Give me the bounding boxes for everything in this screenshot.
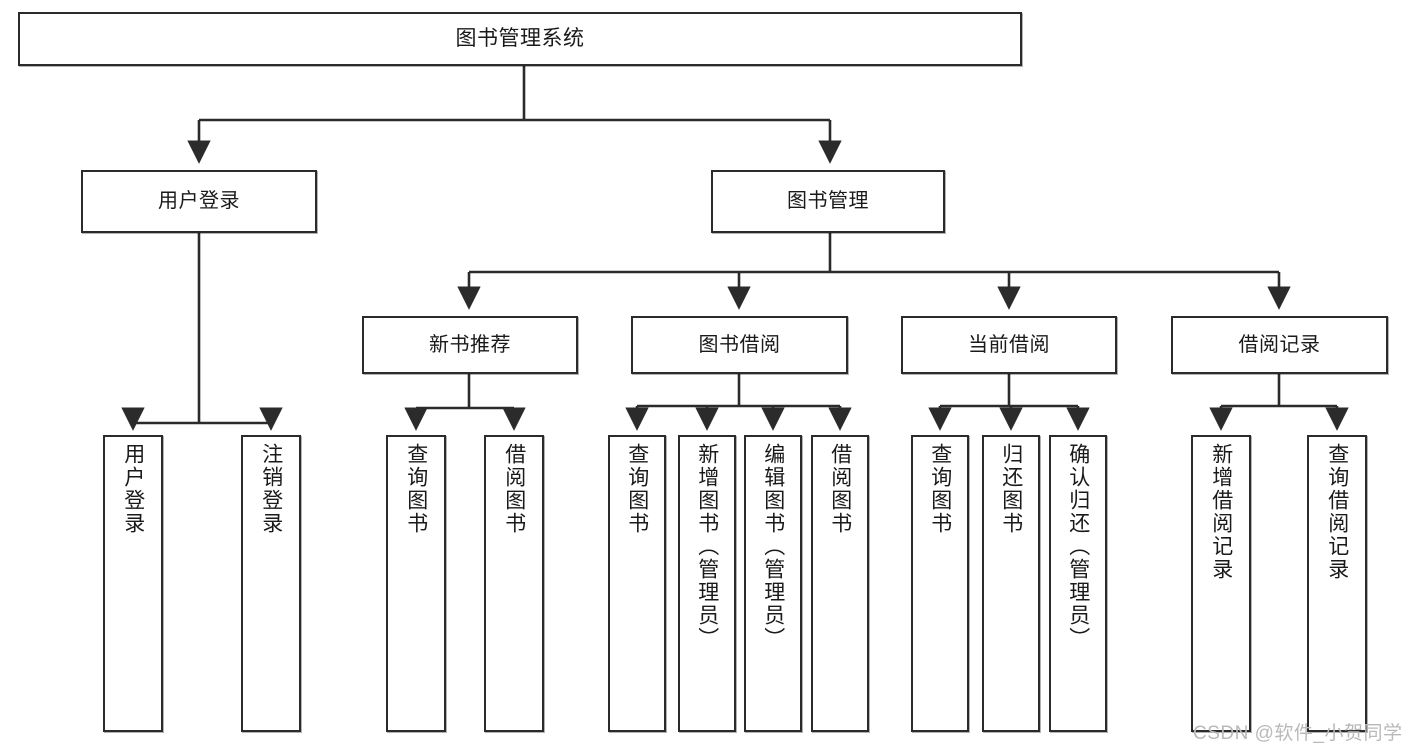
- node-book-borrow[interactable]: 图书借阅: [631, 316, 848, 374]
- node-leaf-query-book-current-label: 查询图书: [928, 443, 952, 535]
- node-leaf-add-book-admin-label: 新增图书（管理员）: [695, 443, 719, 650]
- node-user-login[interactable]: 用户登录: [81, 170, 317, 233]
- node-borrow-records[interactable]: 借阅记录: [1171, 316, 1388, 374]
- node-leaf-edit-book-admin-label: 编辑图书（管理员）: [761, 443, 785, 650]
- node-leaf-logout-label: 注销登录: [259, 443, 283, 535]
- node-leaf-add-borrow-record[interactable]: 新增借阅记录: [1191, 435, 1251, 732]
- node-leaf-return-book[interactable]: 归还图书: [982, 435, 1040, 732]
- node-leaf-user-login-label: 用户登录: [121, 443, 145, 535]
- node-current-borrow[interactable]: 当前借阅: [901, 316, 1117, 374]
- node-leaf-edit-book-admin[interactable]: 编辑图书（管理员）: [744, 435, 802, 732]
- node-root-system[interactable]: 图书管理系统: [18, 12, 1022, 66]
- node-leaf-query-book-new[interactable]: 查询图书: [386, 435, 446, 732]
- node-leaf-confirm-return-admin-label: 确认归还（管理员）: [1066, 443, 1090, 650]
- node-leaf-add-book-admin[interactable]: 新增图书（管理员）: [678, 435, 736, 732]
- node-user-login-label: 用户登录: [158, 190, 240, 212]
- node-leaf-borrow-book-label: 借阅图书: [828, 443, 852, 535]
- node-book-borrow-label: 图书借阅: [698, 333, 781, 356]
- node-leaf-borrow-book-new-label: 借阅图书: [502, 443, 526, 535]
- node-leaf-borrow-book-new[interactable]: 借阅图书: [484, 435, 544, 732]
- csdn-watermark: CSDN @软件_小贺同学: [1193, 718, 1402, 745]
- node-leaf-return-book-label: 归还图书: [999, 443, 1023, 535]
- node-leaf-query-borrow-record-label: 查询借阅记录: [1325, 443, 1349, 581]
- node-leaf-add-borrow-record-label: 新增借阅记录: [1209, 443, 1233, 581]
- node-leaf-confirm-return-admin[interactable]: 确认归还（管理员）: [1049, 435, 1107, 732]
- node-leaf-query-book-new-label: 查询图书: [404, 443, 428, 535]
- node-new-book-recommend-label: 新书推荐: [429, 333, 511, 356]
- node-leaf-query-book-current[interactable]: 查询图书: [911, 435, 969, 732]
- node-leaf-borrow-book[interactable]: 借阅图书: [811, 435, 869, 732]
- node-leaf-user-login[interactable]: 用户登录: [103, 435, 163, 732]
- node-leaf-query-book-borrow-label: 查询图书: [625, 443, 649, 535]
- node-book-management-label: 图书管理: [787, 190, 869, 212]
- node-leaf-query-borrow-record[interactable]: 查询借阅记录: [1307, 435, 1367, 732]
- node-borrow-records-label: 借阅记录: [1238, 333, 1321, 356]
- node-current-borrow-label: 当前借阅: [968, 333, 1050, 356]
- node-leaf-query-book-borrow[interactable]: 查询图书: [608, 435, 666, 732]
- node-book-management[interactable]: 图书管理: [711, 170, 945, 233]
- node-root-system-label: 图书管理系统: [455, 26, 585, 50]
- csdn-watermark-text: CSDN @软件_小贺同学: [1193, 723, 1403, 744]
- node-new-book-recommend[interactable]: 新书推荐: [362, 316, 578, 374]
- node-leaf-logout[interactable]: 注销登录: [241, 435, 301, 732]
